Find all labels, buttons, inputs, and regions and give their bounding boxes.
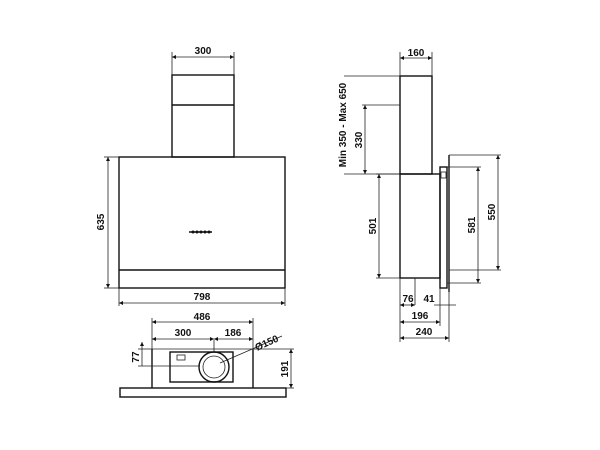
- fan-inner-ring: [202, 355, 226, 379]
- side-view: 160 Min 350 - Max 650 330 501 581 550 76…: [338, 48, 501, 342]
- dim-wall-height: 550: [487, 203, 498, 220]
- dim-side-chimney-depth: 160: [408, 48, 425, 59]
- front-hood-body: [118, 156, 286, 289]
- dim-body-height: 501: [368, 217, 379, 234]
- dim-panel-height: 581: [467, 216, 478, 233]
- plan-bottom-plate: [119, 387, 287, 398]
- dim-plan-offset: 77: [131, 351, 142, 363]
- dim-depth-240: 240: [416, 327, 433, 338]
- plan-view: 486 300 186 Ø150 77 191: [119, 312, 294, 398]
- dim-chimney-range: Min 350 - Max 650: [338, 82, 349, 167]
- motor-connector: [176, 354, 186, 361]
- dim-plan-depth: 191: [280, 360, 291, 377]
- dim-front-chimney-width: 300: [195, 46, 212, 57]
- dim-chimney-lower: 330: [354, 131, 365, 148]
- panel-bracket: [440, 171, 447, 179]
- dim-plan-width: 486: [194, 312, 211, 323]
- dim-front-height: 635: [96, 213, 107, 230]
- dim-front-width: 798: [194, 292, 211, 303]
- side-glass-panel: [439, 166, 448, 289]
- diameter-leader: [219, 335, 283, 364]
- dim-plan-right: 186: [225, 328, 242, 339]
- motor-housing: [169, 351, 234, 383]
- front-chimney: [171, 74, 235, 158]
- control-buttons: [189, 230, 212, 234]
- fan-outlet: [198, 351, 230, 383]
- side-chimney: [399, 75, 433, 175]
- dim-outlet-diameter: Ø150: [254, 334, 281, 354]
- dim-offset-41: 41: [423, 294, 435, 305]
- dim-offset-76: 76: [402, 294, 414, 305]
- side-hood-body: [399, 173, 441, 279]
- dim-plan-left: 300: [175, 328, 192, 339]
- front-view: 300 635 798: [96, 46, 286, 306]
- dim-depth-196: 196: [412, 311, 429, 322]
